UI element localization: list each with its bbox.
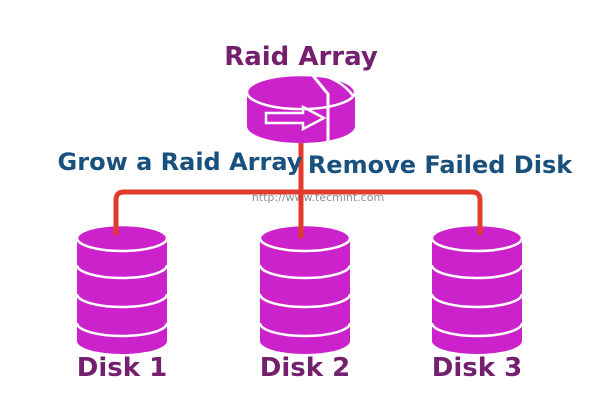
disk-3-label: Disk 3 [431, 353, 523, 383]
connector-branch-line [113, 189, 483, 236]
right-action-label: Remove Failed Disk [307, 151, 573, 179]
right-arrow-icon [264, 104, 327, 132]
left-action-label: Grow a Raid Array [57, 148, 303, 176]
raid-array-cylinder [245, 71, 357, 147]
slice-cut-line [308, 71, 330, 147]
diagram-title: Raid Array [224, 42, 378, 72]
disk-2-label: Disk 2 [259, 353, 351, 383]
cylinder-top [245, 73, 357, 111]
disk-3-cylinder [430, 223, 524, 356]
slice-gap-arc [310, 71, 356, 98]
disk-2-cylinder [258, 223, 352, 356]
disk-1-label: Disk 1 [76, 353, 168, 383]
disk-1-cylinder [75, 223, 169, 356]
